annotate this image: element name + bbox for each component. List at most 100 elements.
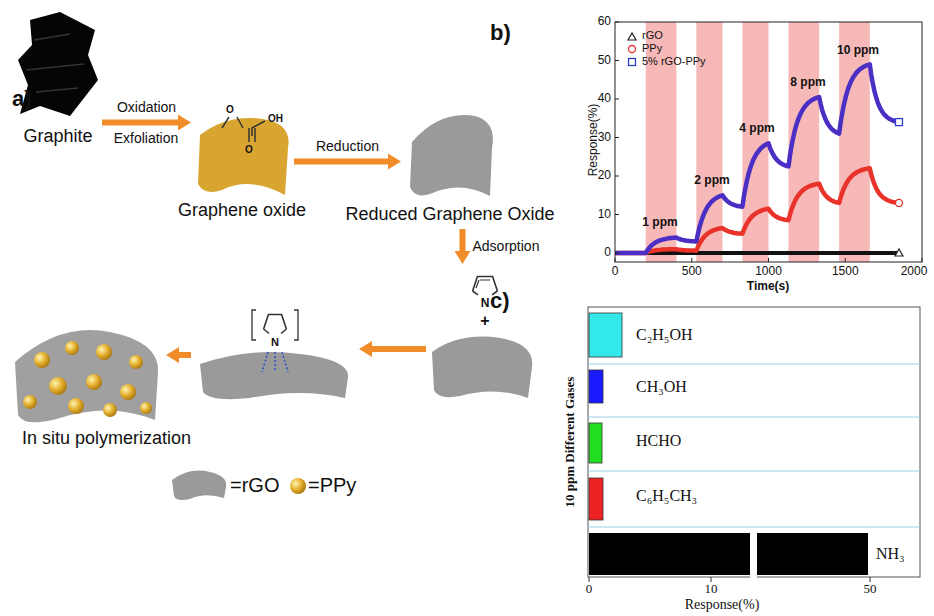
arrow-shaft	[102, 120, 180, 126]
ppy-particle	[140, 402, 152, 414]
node-caption: In situ polymerization	[22, 428, 191, 449]
process-step: N+	[430, 268, 535, 398]
pi-interaction-lines	[262, 352, 288, 372]
end-marker	[895, 199, 902, 206]
edge-label: Exfoliation	[114, 130, 179, 146]
panel-letter: b)	[490, 20, 511, 45]
carboxyl-group	[249, 121, 265, 142]
pyrrole-double-bond	[476, 280, 490, 288]
concentration-label: 1 ppm	[642, 216, 677, 230]
rgo-legend-icon	[172, 471, 226, 500]
legend-label: 5% rGO-PPy	[642, 55, 706, 68]
process-arrow	[166, 347, 191, 363]
tick-label: 40	[598, 92, 611, 106]
concentration-label: 10 ppm	[837, 44, 879, 58]
axis-title: Time(s)	[747, 280, 789, 294]
gas-label: HCHO	[636, 432, 681, 450]
tick-label: 10	[705, 582, 718, 597]
arrow-shaft	[294, 159, 390, 165]
process-step: In situ polymerization	[12, 310, 162, 450]
tick-mark	[615, 60, 619, 61]
graphene-oxide-sheet	[198, 118, 289, 195]
ppy-particle	[34, 352, 50, 368]
bar	[589, 423, 602, 463]
legend-label: =PPy	[308, 474, 356, 497]
tick-mark	[615, 214, 619, 215]
ppy-legend-icon	[290, 478, 306, 494]
tick-label: 50	[598, 54, 611, 68]
tick-label: 20	[598, 169, 611, 183]
ppy-particle	[103, 403, 117, 417]
legend-circle	[629, 46, 636, 53]
response-curves	[615, 64, 903, 256]
ppy-particle	[96, 344, 112, 360]
ppy-particle	[120, 384, 136, 400]
concentration-label: 4 ppm	[739, 122, 774, 136]
tick-label: 10	[598, 208, 611, 222]
tick-mark	[845, 258, 846, 262]
process-arrow	[102, 115, 191, 131]
rgo-sheet	[432, 337, 532, 398]
atom-label: N	[481, 297, 490, 311]
tick-mark	[922, 258, 923, 262]
tick-marks	[589, 577, 870, 582]
node-caption: Reduced Graphene Oxide	[345, 204, 554, 225]
end-marker	[895, 249, 903, 256]
ppy-particle	[129, 355, 143, 369]
concentration-label: 2 ppm	[694, 174, 729, 188]
gas-label: C₆H₅CH₃	[636, 487, 697, 505]
process-step: N	[195, 300, 355, 400]
edge-label: Oxidation	[117, 99, 176, 115]
legend-label: PPy	[642, 42, 662, 55]
atom-label: N	[271, 336, 279, 349]
legend-label: rGO	[642, 29, 663, 42]
legend-triangle	[628, 33, 636, 40]
tick-mark	[615, 22, 619, 23]
node-caption: Graphene oxide	[178, 200, 306, 221]
panel-letter: a)	[12, 86, 32, 111]
tick-mark	[768, 258, 769, 262]
tick-marks	[615, 22, 922, 262]
tick-mark	[615, 258, 616, 262]
axis-title: Response(%)	[685, 597, 760, 613]
process-step: Reduced Graphene Oxide	[405, 100, 495, 225]
panel-letter: c)	[490, 288, 510, 313]
ppy-particle	[65, 341, 79, 355]
bar	[589, 313, 622, 357]
edge-label: Adsorption	[473, 238, 540, 254]
ppy-particles	[23, 341, 152, 417]
tick-label: 0	[586, 582, 593, 597]
arrowhead	[388, 154, 401, 170]
arrow-shaft	[177, 352, 191, 358]
pyrrole-ring	[264, 315, 287, 334]
process-step: Graphite	[18, 12, 98, 147]
tick-label: 30	[598, 131, 611, 145]
tick-mark	[615, 176, 619, 177]
exposure-band	[839, 22, 870, 262]
concentration-label: 8 ppm	[790, 76, 825, 90]
tick-label: 1500	[832, 265, 859, 279]
gas-label: NH₃	[876, 545, 905, 563]
ppy-particle	[23, 395, 37, 409]
ppy-particle	[49, 377, 67, 395]
arrowhead	[166, 347, 179, 363]
tick-label: 60	[598, 15, 611, 29]
rgo-sheet	[200, 352, 348, 399]
process-arrow	[455, 229, 471, 264]
bar	[589, 533, 868, 575]
tick-label: 0	[612, 265, 619, 279]
atom-label: O	[245, 144, 253, 156]
bar	[589, 478, 603, 520]
ppy-particle	[86, 374, 102, 390]
arrow-shaft	[370, 346, 426, 352]
process-arrow	[294, 154, 401, 170]
plus-sign: +	[480, 312, 489, 330]
axis-title: 10 ppm Different Gases	[563, 377, 578, 508]
polymer-bracket	[252, 310, 298, 340]
process-arrow	[359, 341, 426, 357]
plot-frame	[615, 22, 922, 262]
arrow-shaft	[460, 229, 466, 253]
graphite-layers	[26, 34, 84, 92]
